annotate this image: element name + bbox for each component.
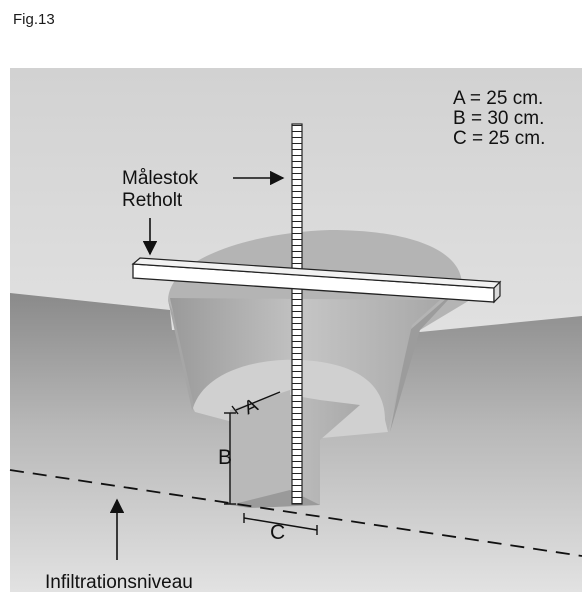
dimension-b-text: B = 30 cm. bbox=[453, 108, 544, 129]
retholt-label: Retholt bbox=[122, 190, 183, 211]
dimension-a bbox=[231, 391, 281, 415]
maalestok-label: Målestok bbox=[122, 168, 199, 189]
marker-c: C bbox=[270, 521, 285, 544]
dimension-a-text: A = 25 cm. bbox=[453, 88, 543, 109]
infiltrationsniveau-label: Infiltrationsniveau bbox=[45, 572, 193, 593]
measuring-ruler bbox=[291, 123, 303, 505]
marker-b: B bbox=[218, 446, 232, 469]
test-hole-left-wall bbox=[230, 390, 290, 505]
infiltration-level-line bbox=[9, 469, 582, 557]
figure-label: Fig.13 bbox=[13, 11, 55, 28]
dimension-c-text: C = 25 cm. bbox=[453, 128, 545, 149]
dimension-c bbox=[243, 513, 318, 535]
dimension-b bbox=[224, 412, 236, 505]
